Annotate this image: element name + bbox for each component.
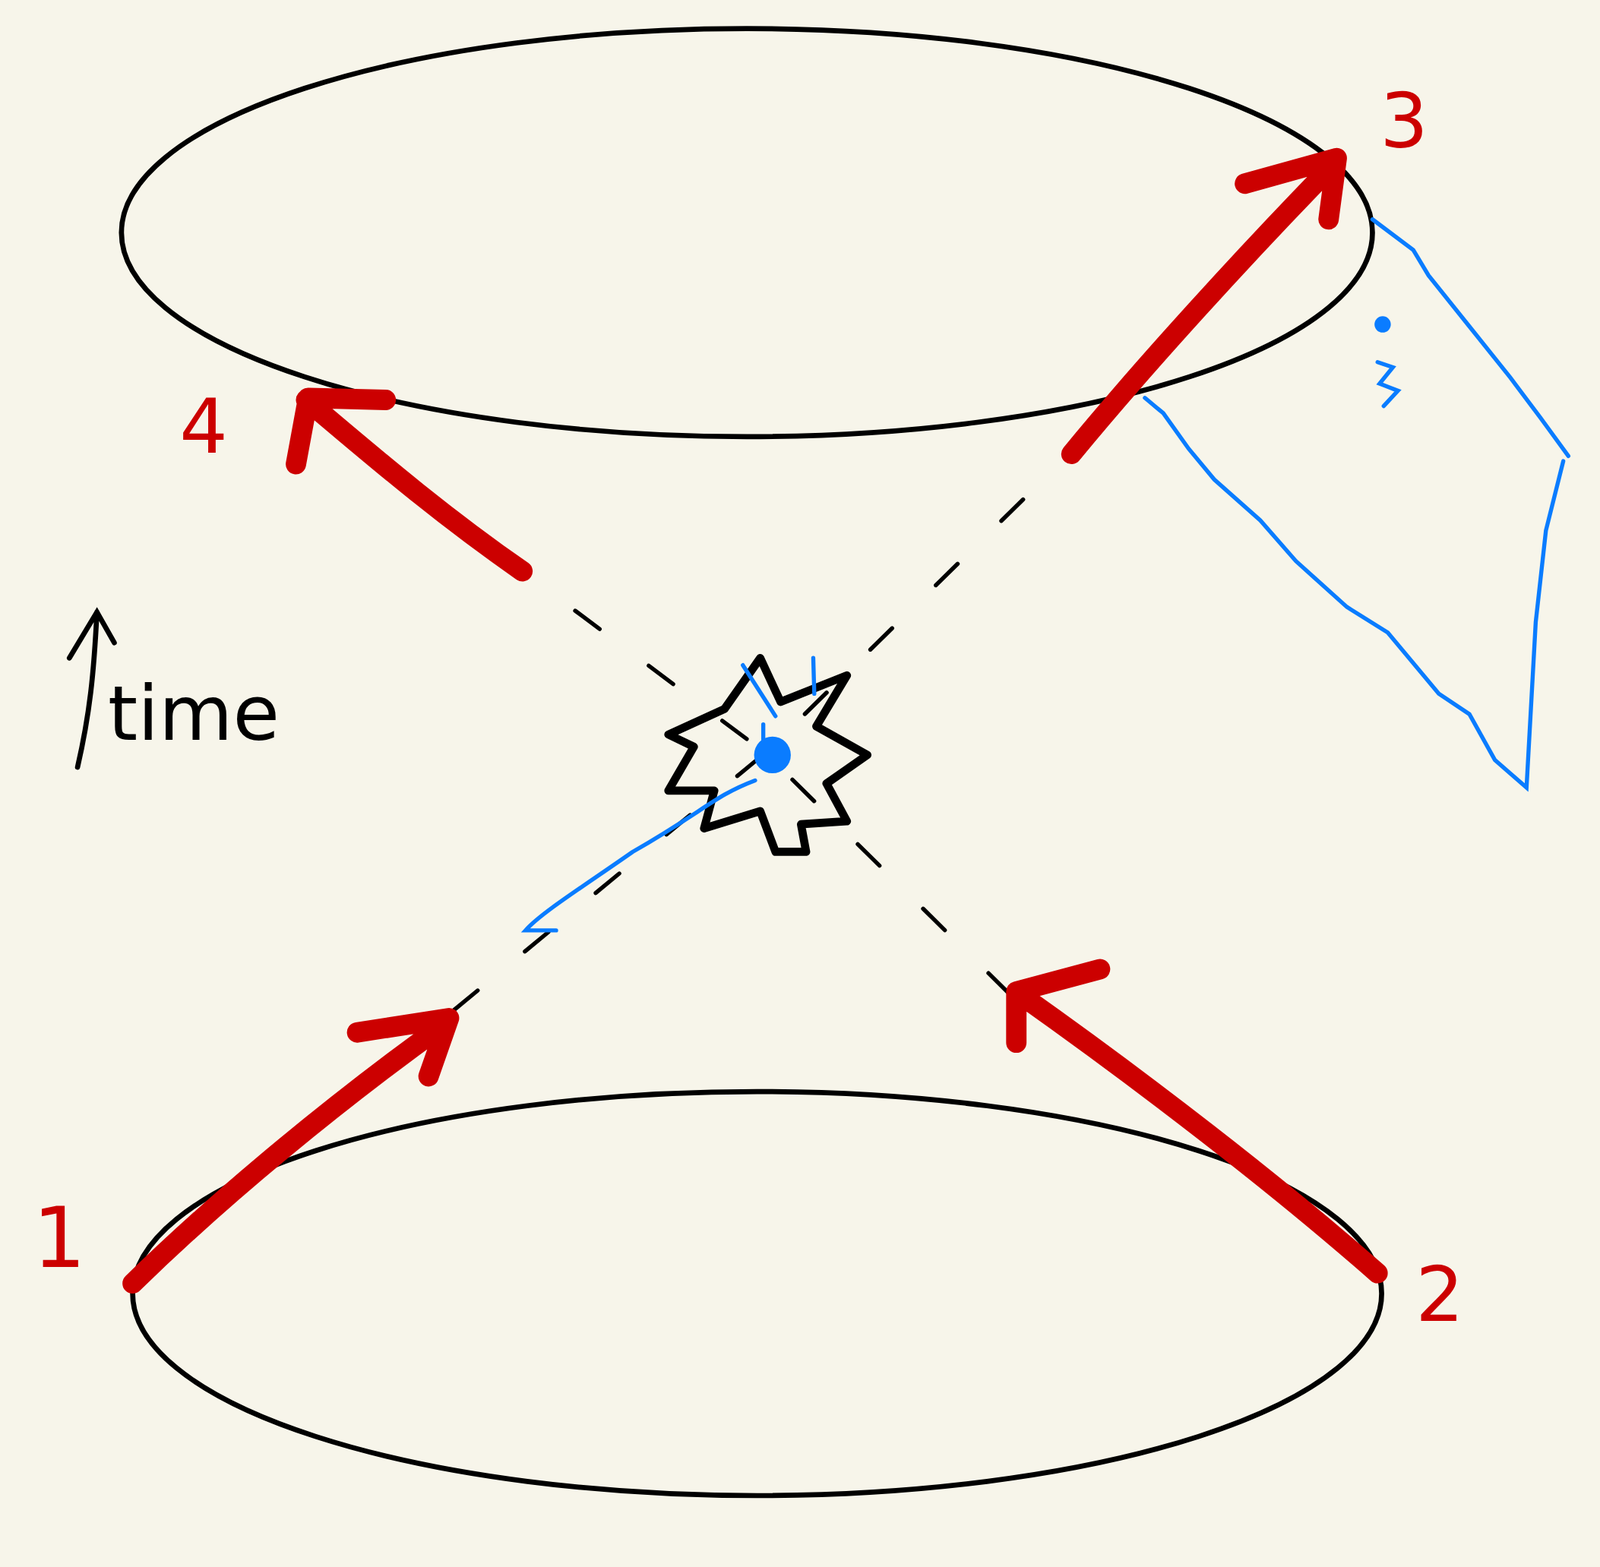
vertex-dot (754, 736, 791, 774)
blue-dot (1374, 316, 1391, 333)
interaction-star (668, 657, 868, 852)
arrow-1 (132, 1018, 450, 1284)
arrow-3 (1071, 158, 1337, 454)
callout-number: 4 (179, 388, 228, 465)
axis-label: time (107, 676, 280, 753)
blue-squiggle (1377, 362, 1398, 407)
blue-marks (525, 219, 1569, 931)
red-arrows (132, 158, 1379, 1284)
arrow-4 (296, 398, 523, 572)
worldline (522, 571, 1011, 995)
worldline (454, 454, 1070, 1011)
future-boundary (121, 28, 1373, 437)
blue-region (1144, 219, 1569, 788)
past-boundary (132, 1091, 1382, 1496)
callout-number: 3 (1379, 83, 1429, 160)
dashed-worldlines (454, 454, 1070, 1011)
arrow-2 (1016, 969, 1378, 1274)
time-arrow (69, 612, 114, 768)
blue-tick (743, 657, 815, 740)
blue-line (525, 780, 756, 930)
callout-number: 1 (32, 1196, 86, 1281)
callout-number: 2 (1415, 1257, 1465, 1334)
